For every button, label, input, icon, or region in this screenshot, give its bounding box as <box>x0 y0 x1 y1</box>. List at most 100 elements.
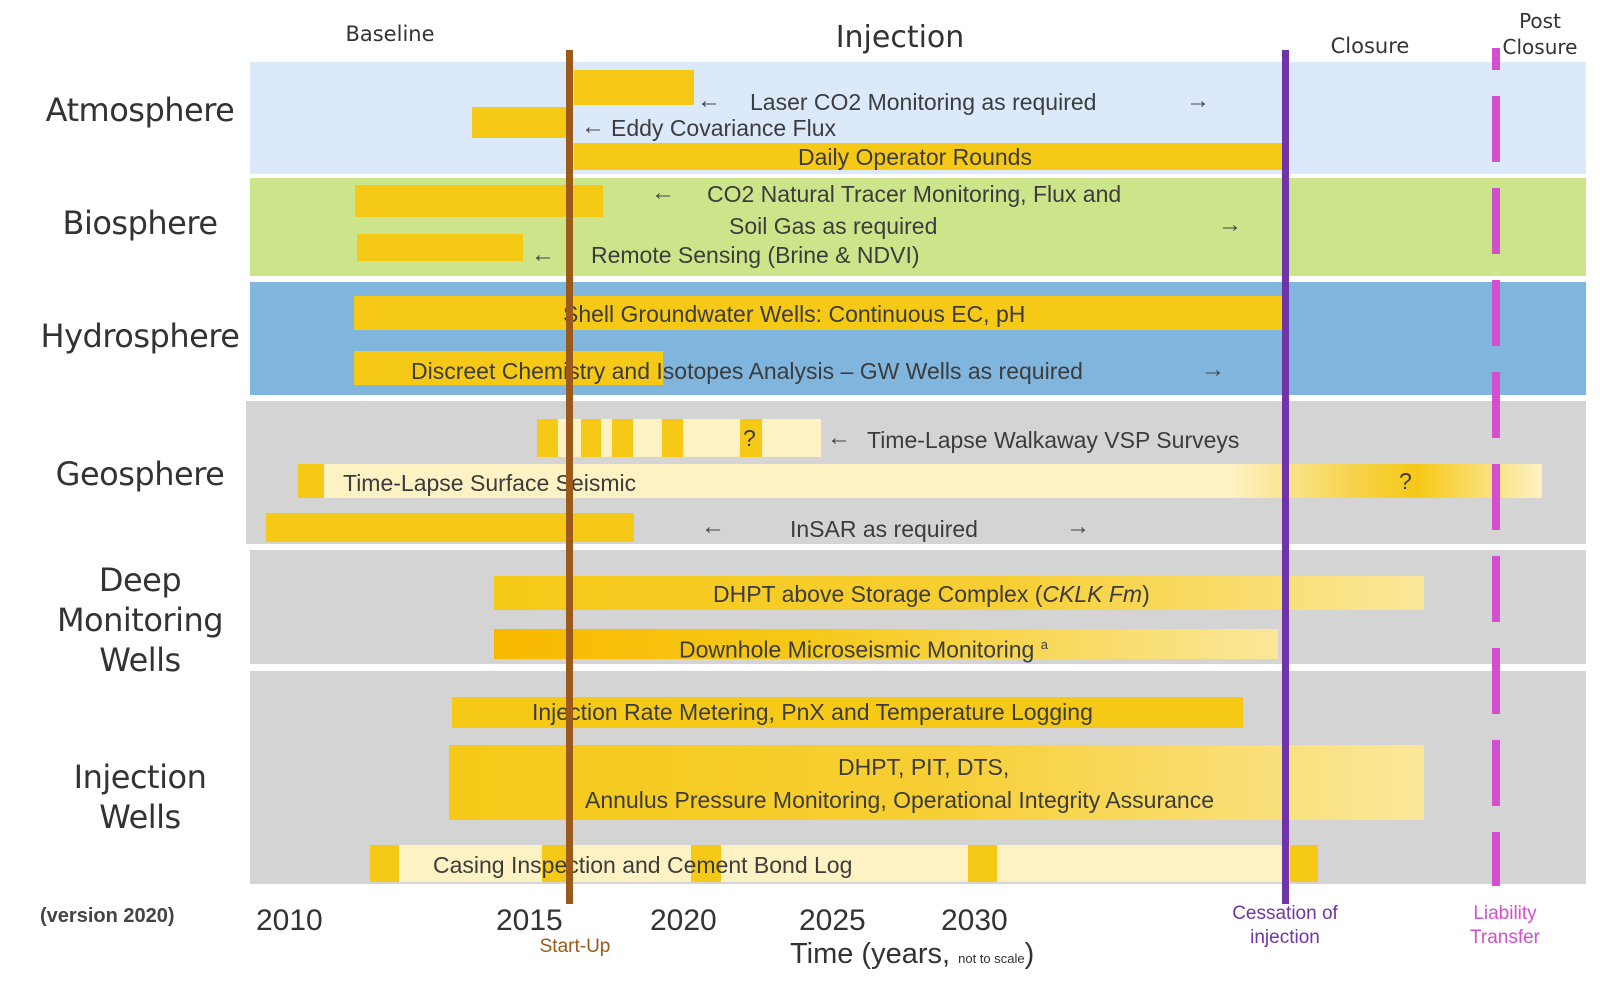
bar-vsp-survey <box>537 419 558 457</box>
bar-microseismic <box>494 629 1278 659</box>
bar-dhpt-pit <box>449 745 1424 820</box>
arrow-left-icon: ← <box>531 241 555 268</box>
bar-remote-sensing <box>357 234 523 261</box>
label-vsp-surveys: Time-Lapse Walkaway VSP Surveys <box>867 427 1240 453</box>
arrow-right-icon: → <box>1201 356 1225 383</box>
label-surface-seismic: Time-Lapse Surface Seismic <box>343 470 637 496</box>
label-dhpt-pit-line2: Annulus Pressure Monitoring, Operational… <box>585 787 1214 813</box>
arrow-right-icon: → <box>1066 513 1090 540</box>
x-tick-2015: 2015 <box>496 904 563 937</box>
x-tick-2020: 2020 <box>650 904 717 937</box>
version-label: (version 2020) <box>40 905 175 927</box>
row-label-deep-monitoring-wells: Deep Monitoring Wells <box>20 560 260 680</box>
phase-baseline: Baseline <box>345 22 435 46</box>
row-label-deep-line2: Monitoring <box>56 601 224 639</box>
arrow-left-icon: ← <box>651 179 675 206</box>
label-seismic-question: ? <box>1399 468 1412 494</box>
x-axis-title-small: not to scale <box>958 951 1025 966</box>
label-dhpt-above: DHPT above Storage Complex (CKLK Fm) <box>713 581 1150 607</box>
bar-eddy-covariance <box>472 107 573 138</box>
label-dhpt-pit-line1: DHPT, PIT, DTS, <box>838 754 1010 780</box>
phase-post-closure-line2: Closure <box>1502 35 1578 59</box>
bar-insar <box>266 513 634 542</box>
phase-injection: Injection <box>835 20 965 55</box>
bar-dhpt-above <box>494 576 1424 610</box>
x-axis-title-main: Time (years, <box>790 938 951 970</box>
row-label-deep-line1: Deep <box>98 561 182 599</box>
row-label-inj-line1: Injection <box>73 758 207 796</box>
liability-dash <box>1492 372 1500 438</box>
row-label-injection-wells: Injection Wells <box>20 757 260 837</box>
row-label-geosphere: Geosphere <box>55 455 225 493</box>
row-label-atmosphere: Atmosphere <box>45 91 235 129</box>
phase-closure: Closure <box>1330 34 1410 58</box>
bar-casing-inspection <box>968 845 997 882</box>
label-eddy-covariance: Eddy Covariance Flux <box>611 115 836 141</box>
bar-surface-seismic <box>298 464 324 498</box>
cessation-label-line1: Cessation of <box>1232 903 1338 924</box>
liability-label-line2: Transfer <box>1469 927 1541 948</box>
bar-vsp-survey <box>612 419 633 457</box>
liability-dash <box>1492 280 1500 346</box>
phase-post-closure-line1: Post <box>1519 9 1561 33</box>
arrow-right-icon: → <box>1186 87 1210 114</box>
label-shell-groundwater: Shell Groundwater Wells: Continuous EC, … <box>563 301 1026 327</box>
startup-label: Start-Up <box>539 936 611 957</box>
bar-laser-co2 <box>574 70 694 105</box>
label-dhpt-above-fm: CKLK Fm <box>1042 581 1143 607</box>
liability-dash <box>1492 48 1500 70</box>
arrow-left-icon: ← <box>701 513 725 540</box>
label-microseismic-text: Downhole Microseismic Monitoring <box>679 636 1035 663</box>
bar-shell-groundwater <box>354 296 1289 330</box>
label-dhpt-above-c: ) <box>1142 581 1150 607</box>
label-vsp-question: ? <box>743 425 756 451</box>
liability-label: Liability Transfer <box>1450 902 1560 950</box>
bar-casing-inspection <box>1290 845 1318 882</box>
liability-dash <box>1492 464 1500 530</box>
label-remote-sensing: Remote Sensing (Brine & NDVI) <box>591 242 920 268</box>
bar-discreet-chemistry <box>354 351 663 385</box>
label-daily-rounds: Daily Operator Rounds <box>798 144 1032 170</box>
bar-vsp-survey <box>581 419 601 457</box>
label-dhpt-above-a: DHPT above Storage Complex ( <box>713 581 1043 607</box>
bar-vsp-survey <box>662 419 683 457</box>
liability-dash <box>1492 96 1500 162</box>
startup-line <box>566 50 573 904</box>
label-laser-co2: Laser CO2 Monitoring as required <box>750 89 1097 115</box>
liability-dash <box>1492 832 1500 886</box>
bar-injection-rate <box>452 697 1243 728</box>
label-discreet-chemistry: Discreet Chemistry and Isotopes Analysis… <box>411 358 1083 384</box>
label-injection-rate: Injection Rate Metering, PnX and Tempera… <box>532 699 1093 725</box>
x-tick-2010: 2010 <box>256 904 323 937</box>
liability-dash <box>1492 556 1500 622</box>
row-label-hydrosphere: Hydrosphere <box>40 317 240 355</box>
bar-casing-window <box>370 845 1318 882</box>
bar-surface-seismic-window <box>298 464 1542 498</box>
bar-daily-rounds <box>574 143 1288 170</box>
bar-casing-inspection <box>370 845 399 882</box>
x-tick-2030: 2030 <box>941 904 1008 937</box>
cessation-line <box>1282 50 1289 904</box>
liability-label-line1: Liability <box>1473 903 1537 924</box>
label-microseismic-sup: a <box>1040 637 1048 652</box>
liability-dash <box>1492 648 1500 714</box>
label-casing-inspection: Casing Inspection and Cement Bond Log <box>433 852 853 878</box>
label-co2-tracer-line1: CO2 Natural Tracer Monitoring, Flux and <box>707 181 1122 207</box>
phase-post-closure: Post Closure <box>1495 8 1585 60</box>
x-axis-title-end: ) <box>1024 938 1035 970</box>
label-insar: InSAR as required <box>790 516 978 542</box>
label-co2-tracer-line2: Soil Gas as required <box>729 213 938 239</box>
row-label-deep-line3: Wells <box>99 641 181 679</box>
cessation-label: Cessation of injection <box>1210 902 1360 950</box>
bar-casing-inspection <box>691 845 721 882</box>
cessation-label-line2: injection <box>1250 927 1320 948</box>
row-label-biosphere: Biosphere <box>62 204 218 242</box>
bar-co2-tracer <box>355 185 603 217</box>
liability-dash <box>1492 188 1500 254</box>
bar-vsp-survey-tentative <box>740 419 762 457</box>
liability-dash <box>1492 740 1500 806</box>
arrow-left-icon: ← <box>827 424 851 451</box>
arrow-left-icon: ← <box>581 113 605 140</box>
label-microseismic: Downhole Microseismic Monitoring a <box>679 632 1048 663</box>
arrow-right-icon: → <box>1218 211 1242 238</box>
